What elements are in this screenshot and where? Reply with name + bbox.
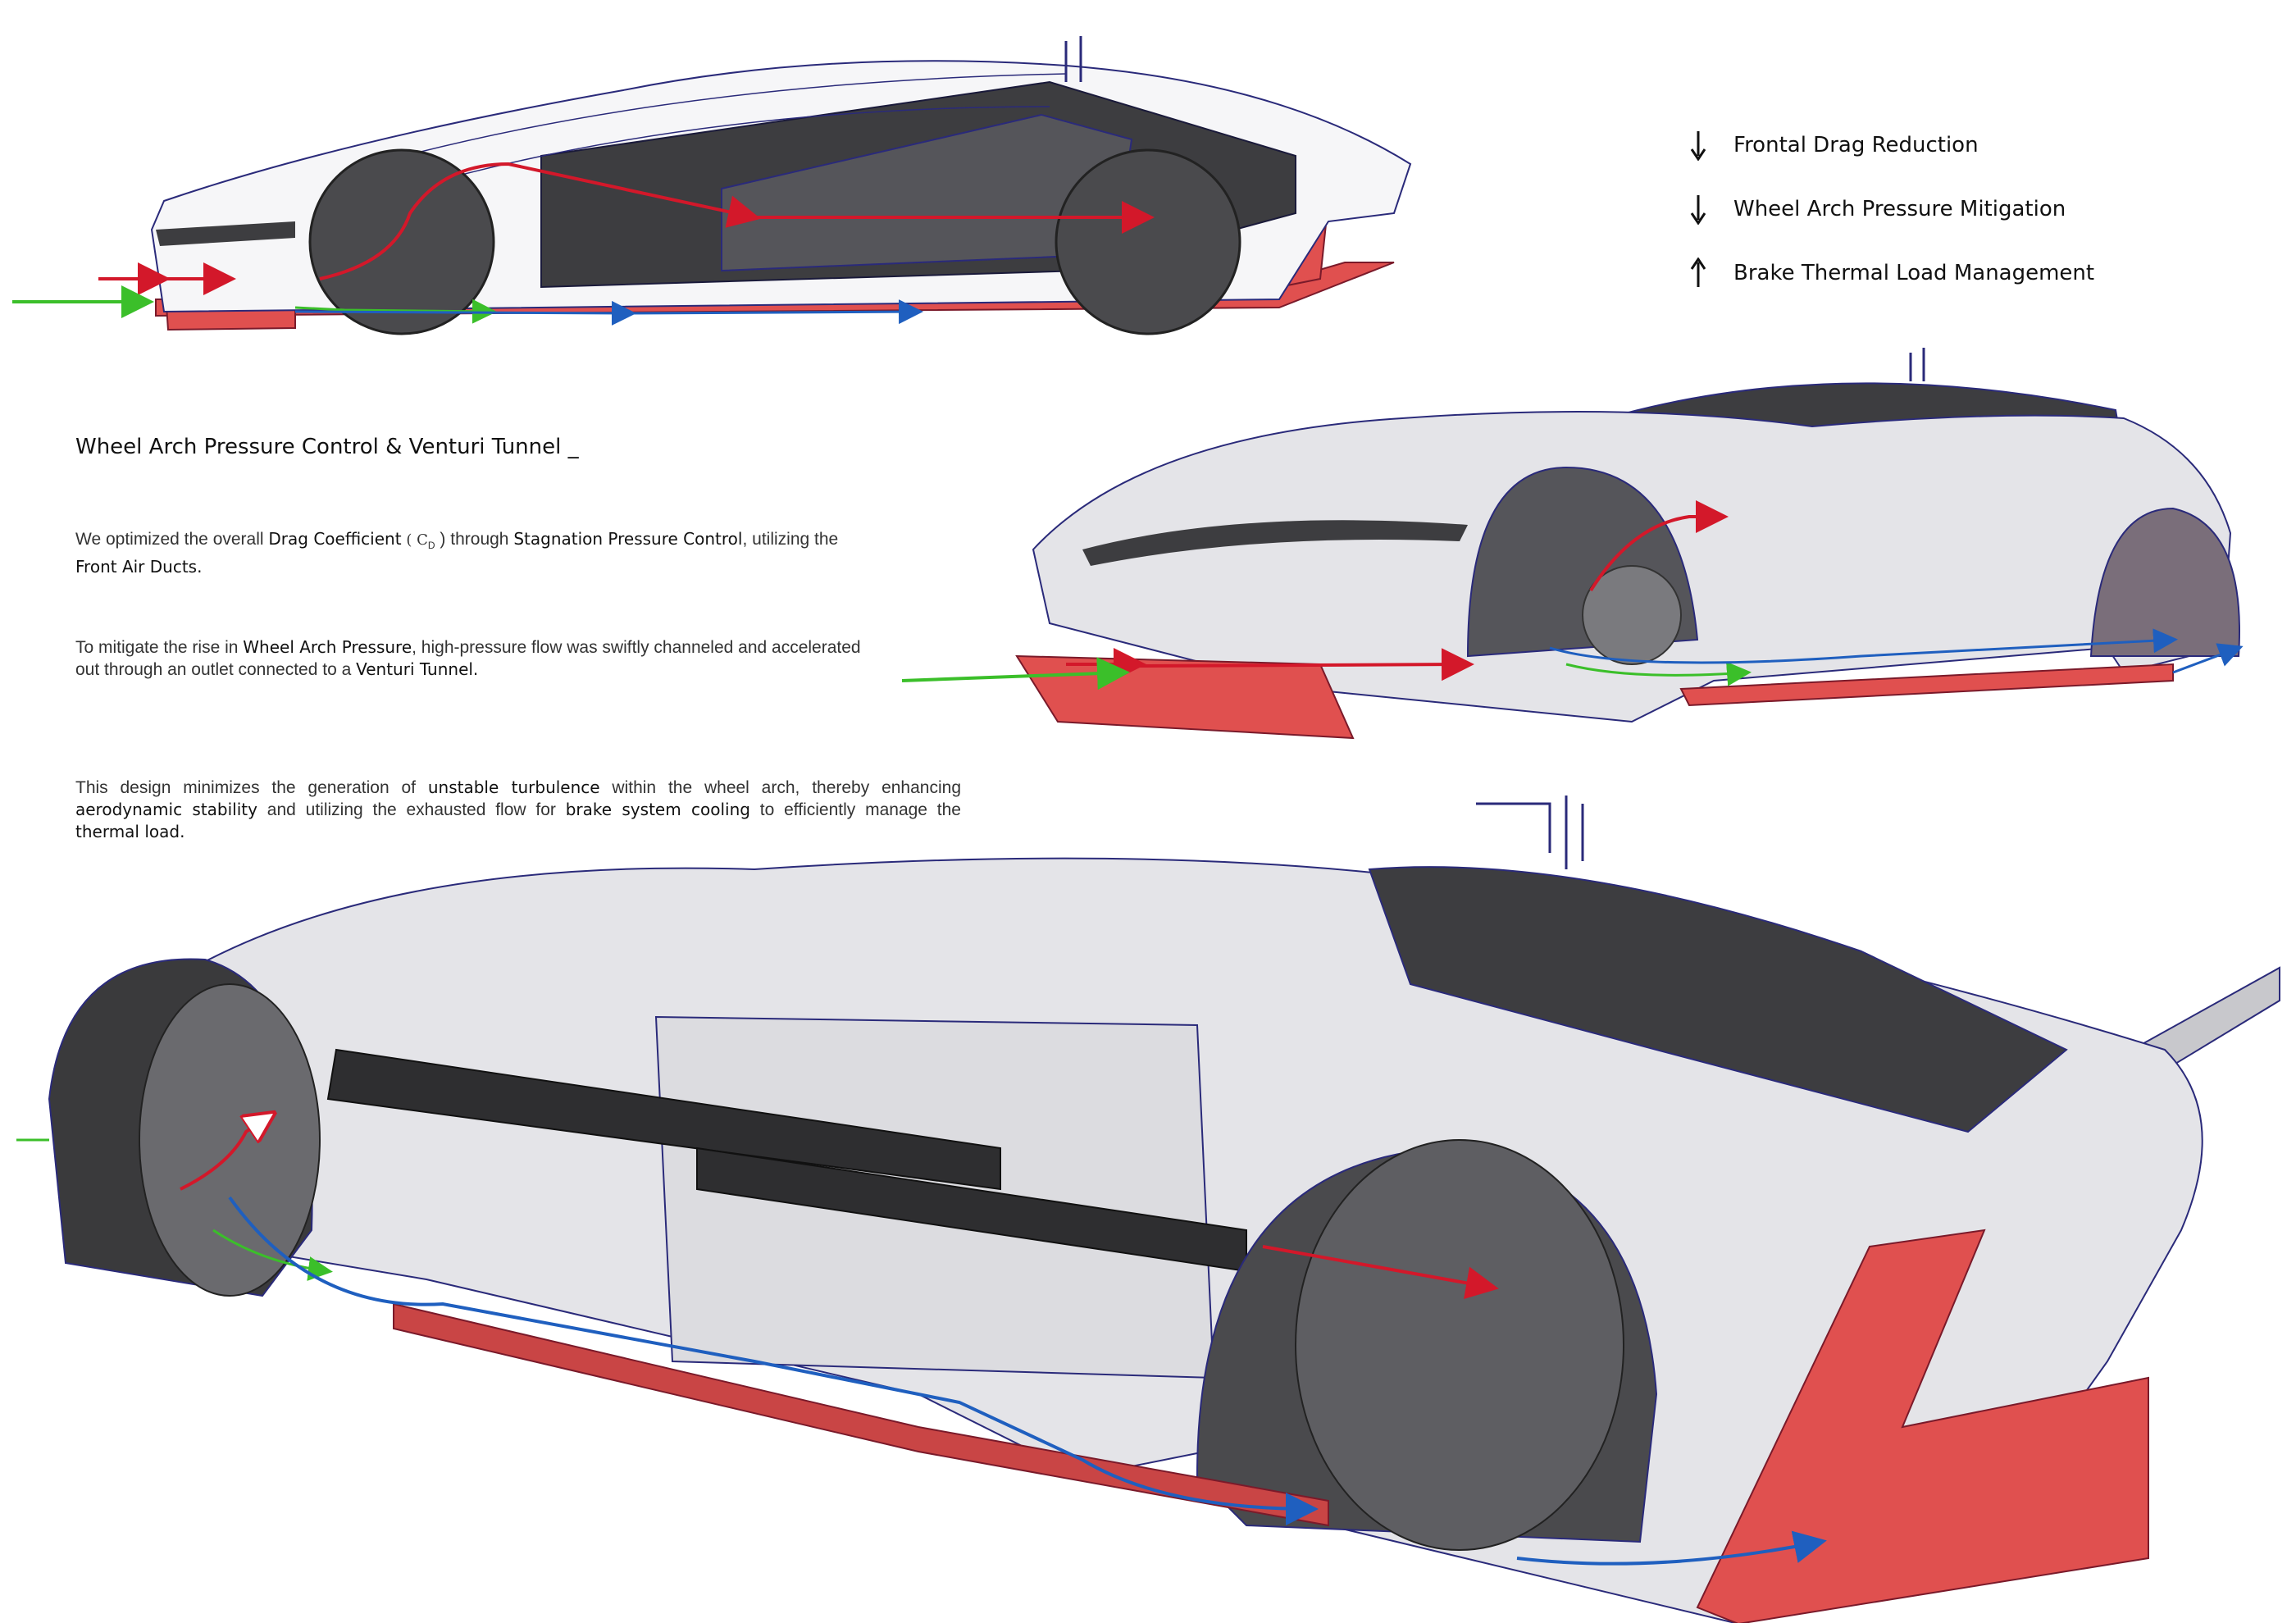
antenna [1476,796,1584,869]
rear-cutaway-figure [16,796,2280,1623]
rear-wheel [1055,148,1241,335]
cd-close: ) [435,530,446,549]
headlight [1082,520,1468,566]
emphasis: unstable turbulence [427,777,600,797]
venturi-flow-arrow [631,299,923,325]
exhaust-flow-arrow [2172,643,2244,674]
text: to efficiently manage the [749,800,961,819]
legend-item-drag: Frontal Drag Reduction [1689,130,1979,161]
front-splitter [1015,654,1355,740]
paragraph-turbulence: This design minimizes the generation of … [75,777,961,843]
inlet-flow-arrow [212,1229,333,1281]
rear-diffuser [1696,1229,2149,1623]
legend-label: Wheel Arch Pressure Mitigation [1733,197,2066,221]
wire-line [409,106,1050,189]
brake-cooling-arrow [1262,1245,1499,1300]
arch-flow-arrow [1589,500,1729,592]
section-heading: Wheel Arch Pressure Control & Venturi Tu… [75,435,579,459]
arch-flow-arrow [180,1115,271,1191]
emphasis: Drag Coefficient [268,529,402,549]
legend-label: Brake Thermal Load Management [1733,261,2095,285]
arrow-down-icon [1690,131,1706,161]
emphasis: brake system cooling [565,800,750,819]
headlight [156,221,295,246]
text: We optimized the overall [75,530,269,549]
text: and utilizing the exhausted flow for [257,800,566,819]
paragraph-drag: We optimized the overall Drag Coefficien… [75,528,879,578]
emphasis: aerodynamic stability [75,800,257,819]
wire-line [344,73,1067,173]
arrow-up-icon [1690,258,1706,287]
rear-wheel-arch [2089,507,2240,657]
inlet-flow-arrow [901,657,1130,691]
arrow-down-icon [1690,195,1706,225]
front-wheel [308,148,495,335]
antenna [1909,348,1925,381]
text: through [445,530,514,549]
front-wheel [139,983,321,1297]
emphasis: Front Air Ducts. [75,557,203,577]
text: To mitigate the rise in [75,638,244,657]
venturi-tunnel-upper [326,1048,1001,1191]
emphasis: Stagnation Pressure Control [513,529,743,549]
cd-symbol: ( C [406,531,428,549]
legend-label: Frontal Drag Reduction [1733,133,1979,157]
legend-item-arch-pressure: Wheel Arch Pressure Mitigation [1689,194,2066,225]
cd-subscript: D [427,540,435,552]
side-skirt [393,1302,1329,1527]
legend-item-brake-thermal: Brake Thermal Load Management [1689,258,2094,289]
text: , utilizing the [742,530,839,549]
front-quarter-view-figure [901,348,2244,740]
side-skirt [1679,663,2174,707]
emphasis: Venturi Tunnel. [356,659,479,679]
inlet-flow-arrow [1565,661,1752,686]
venturi-flow-arrow [1549,628,2178,664]
front-wheel [1582,565,1682,665]
venturi-flow-arrow [228,1196,1319,1525]
exhaust-flow-arrow [1516,1530,1827,1566]
rear-wheel [1295,1139,1624,1551]
emphasis: thermal load. [75,822,185,841]
paragraph-arch: To mitigate the rise in Wheel Arch Press… [75,636,879,681]
emphasis: Wheel Arch Pressure [243,637,412,657]
drag-flow-arrow [1139,648,1474,682]
inlet-flow-arrow [294,299,497,324]
text: within the wheel arch, thereby enhancing [599,778,961,797]
engine-cover [1368,866,2068,1133]
arch-flow-arrow [319,162,761,280]
text: , high-pressure flow was swiftly channel… [75,638,861,679]
venturi-flow-arrow [294,300,636,326]
text: This design minimizes the generation of [75,778,428,797]
side-view-figure [12,36,1412,335]
antenna [1064,36,1082,82]
